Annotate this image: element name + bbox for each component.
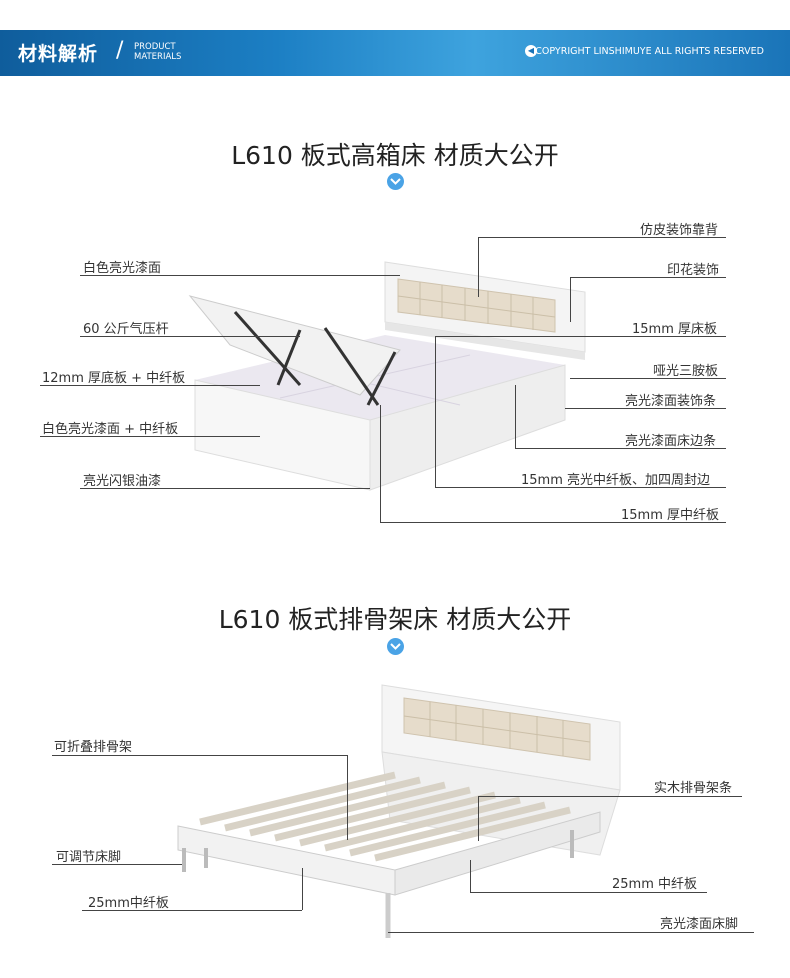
- leader-line: [470, 860, 471, 892]
- leader-line: [435, 487, 726, 488]
- leader-line: [570, 277, 726, 278]
- label-gloss-feet: 亮光漆面床脚: [660, 917, 739, 932]
- label-leather-headboard: 仿皮装饰靠背: [640, 223, 719, 238]
- leader-line: [478, 237, 479, 297]
- leader-line: [80, 275, 400, 276]
- leader-line: [515, 448, 726, 449]
- leader-line: [380, 405, 381, 522]
- copyright-icon: ◀: [525, 45, 537, 57]
- leader-line: [52, 864, 182, 865]
- leader-line: [570, 378, 726, 379]
- label-wood-slats: 实木排骨架条: [654, 781, 733, 796]
- leader-line: [40, 436, 260, 437]
- leader-line: [470, 892, 707, 893]
- leader-line: [380, 522, 726, 523]
- leader-line: [40, 385, 260, 386]
- label-gloss-edge: 亮光漆面床边条: [625, 434, 717, 449]
- banner-subtitle: PRODUCT MATERIALS: [134, 42, 181, 62]
- leader-line: [435, 336, 726, 337]
- label-adjustable-feet: 可调节床脚: [56, 850, 122, 865]
- leader-line: [478, 796, 742, 797]
- leader-line: [515, 385, 516, 448]
- banner-title: 材料解析: [18, 43, 99, 65]
- leader-line: [570, 277, 571, 322]
- leader-line: [565, 408, 726, 409]
- label-print-decor: 印花装饰: [667, 263, 720, 278]
- header-banner: 材料解析 / PRODUCT MATERIALS ◀ COPYRIGHT LIN…: [0, 30, 790, 76]
- label-silver-paint: 亮光闪银油漆: [83, 474, 162, 489]
- label-25mm-mdf-left: 25mm中纤板: [88, 896, 169, 911]
- chevron-down-icon: [387, 638, 404, 655]
- leader-line: [302, 868, 303, 910]
- leader-line: [82, 910, 302, 911]
- section1-title: L610 板式高箱床 材质大公开: [231, 141, 559, 170]
- copyright-text: COPYRIGHT LINSHIMUYE ALL RIGHTS RESERVED: [535, 46, 764, 57]
- leader-line: [435, 336, 436, 488]
- banner-subtitle-line2: MATERIALS: [134, 52, 182, 62]
- leader-line: [80, 336, 300, 337]
- label-matte-panel: 哑光三胺板: [653, 364, 719, 379]
- chevron-down-icon: [387, 173, 404, 190]
- leader-line: [80, 488, 370, 489]
- label-white-gloss-panel: 白色亮光漆面: [83, 261, 162, 276]
- leader-line: [388, 932, 754, 933]
- label-thick-board: 15mm 厚床板: [632, 322, 718, 337]
- label-gloss-mdf-edged: 15mm 亮光中纤板、加四周封边: [521, 473, 711, 488]
- section2-title: L610 板式排骨架床 材质大公开: [218, 605, 572, 634]
- leader-line: [478, 796, 479, 841]
- label-gas-strut: 60 公斤气压杆: [83, 322, 169, 337]
- label-folding-slats: 可折叠排骨架: [54, 740, 133, 755]
- label-thick-mdf: 15mm 厚中纤板: [621, 508, 720, 523]
- banner-divider: /: [116, 38, 124, 63]
- label-gloss-strip: 亮光漆面装饰条: [625, 394, 717, 409]
- leader-line: [478, 237, 726, 238]
- leader-line: [52, 755, 348, 756]
- label-gloss-mdf: 白色亮光漆面 + 中纤板: [42, 422, 179, 437]
- banner-subtitle-line1: PRODUCT: [134, 42, 176, 52]
- label-base-board: 12mm 厚底板 + 中纤板: [42, 371, 186, 386]
- leader-line: [347, 755, 348, 840]
- label-25mm-mdf-right: 25mm 中纤板: [612, 877, 698, 892]
